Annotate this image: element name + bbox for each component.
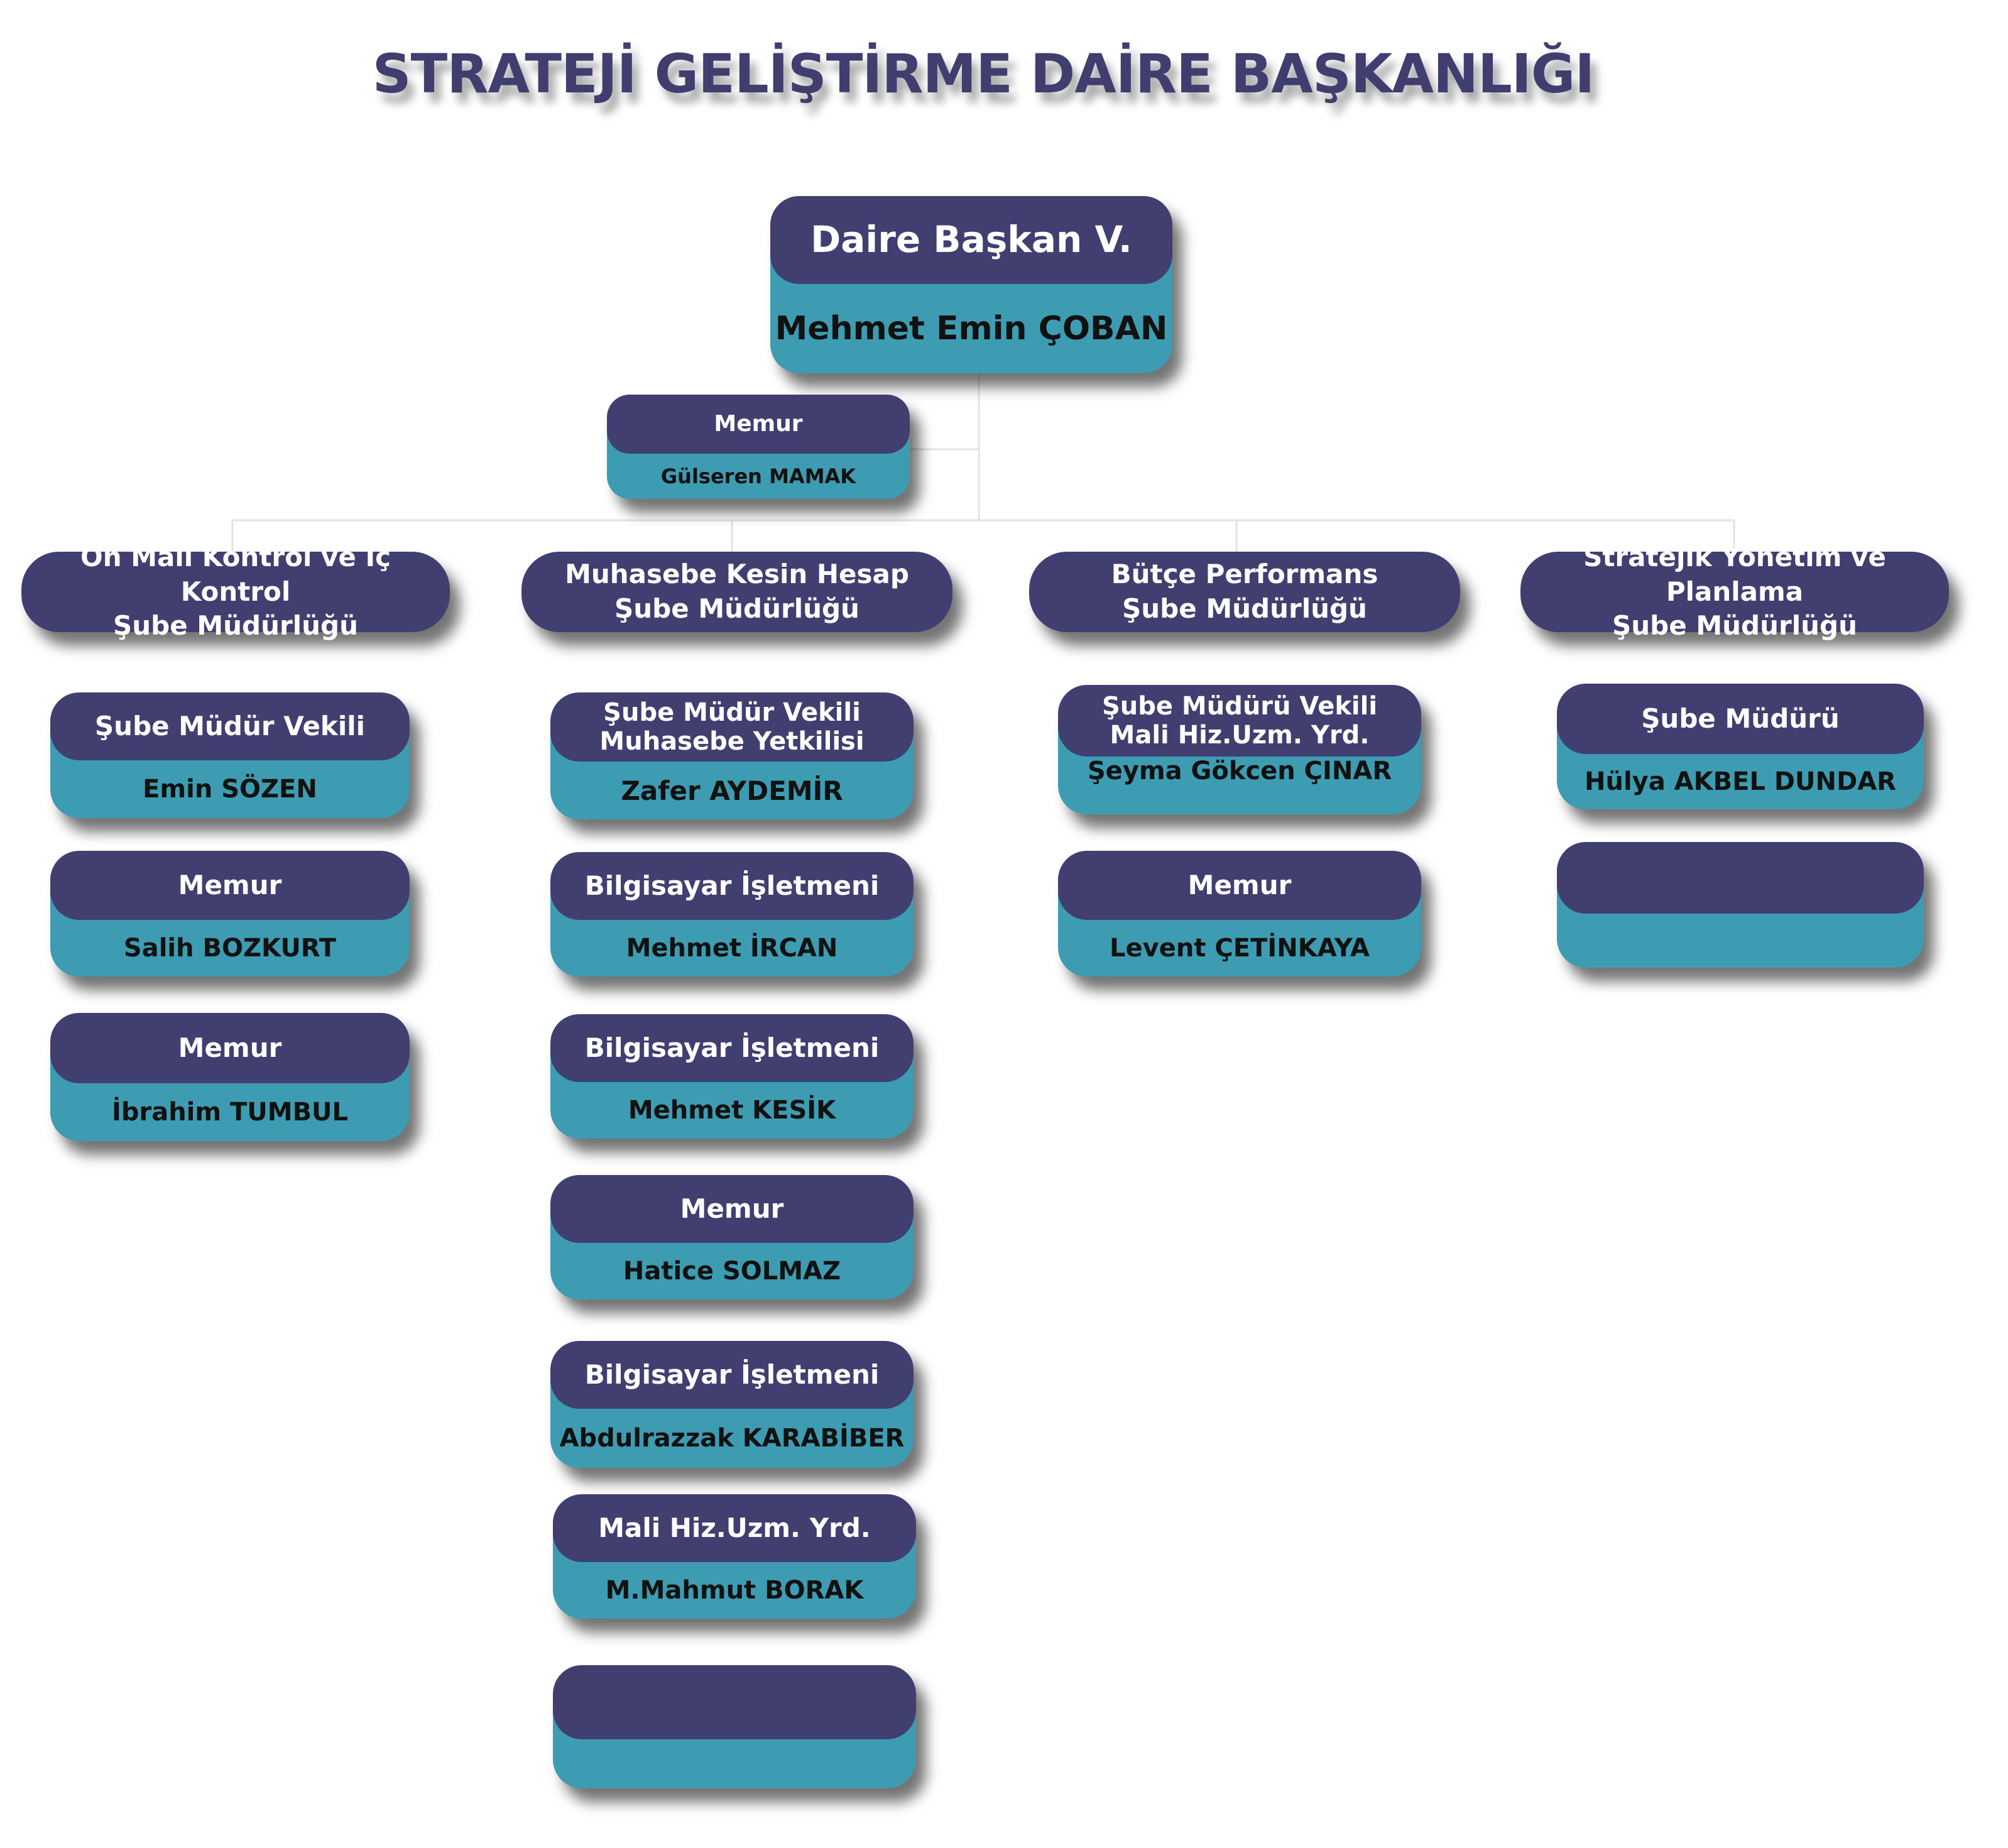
staff-name: İbrahim TUMBUL — [111, 1098, 349, 1127]
head-card: Daire Başkan V. Mehmet Emin ÇOBAN — [770, 196, 1172, 373]
staff-role: Memur — [550, 1175, 914, 1243]
staff-card: Şube Müdür Vekili Muhasebe Yetkilisi Zaf… — [550, 692, 914, 819]
staff-role: Şube Müdür Vekili Muhasebe Yetkilisi — [550, 692, 914, 762]
staff-card-empty — [1557, 842, 1924, 968]
assistant-card: Memur Gülseren MAMAK — [607, 395, 910, 499]
assistant-name: Gülseren MAMAK — [660, 464, 856, 488]
staff-role: Bilgisayar İşletmeni — [550, 1341, 914, 1409]
staff-card-empty — [553, 1665, 916, 1788]
staff-role: Bilgisayar İşletmeni — [550, 1014, 914, 1082]
staff-name: Hülya AKBEL DUNDAR — [1585, 767, 1896, 796]
staff-name: M.Mahmut BORAK — [605, 1576, 864, 1605]
staff-card: Memur Hatice SOLMAZ — [550, 1175, 914, 1299]
staff-card: Şube Müdürü Hülya AKBEL DUNDAR — [1557, 684, 1924, 809]
department-header: Bütçe Performans Şube Müdürlüğü — [1029, 552, 1460, 632]
staff-card: Mali Hiz.Uzm. Yrd. M.Mahmut BORAK — [553, 1494, 916, 1619]
department-header: Muhasebe Kesin Hesap Şube Müdürlüğü — [521, 552, 952, 632]
head-name: Mehmet Emin ÇOBAN — [775, 310, 1168, 347]
staff-card: Memur Salih BOZKURT — [50, 851, 410, 976]
staff-role: Bilgisayar İşletmeni — [550, 852, 914, 920]
staff-name: Zafer AYDEMİR — [621, 775, 843, 806]
staff-name: Salih BOZKURT — [123, 934, 337, 963]
department-header: Stratejik Yönetim ve Planlama Şube Müdür… — [1520, 542, 1949, 641]
staff-role: Memur — [1058, 851, 1421, 920]
staff-name: Şeyma Gökcen ÇINAR — [1087, 757, 1392, 785]
staff-name: Mehmet İRCAN — [626, 934, 838, 963]
head-role: Daire Başkan V. — [770, 196, 1172, 284]
staff-card: Memur İbrahim TUMBUL — [50, 1013, 410, 1141]
staff-card: Şube Müdürü Vekili Mali Hiz.Uzm. Yrd. Şe… — [1058, 685, 1421, 814]
staff-name — [553, 1739, 916, 1788]
staff-role: Şube Müdür Vekili — [50, 692, 410, 760]
staff-card: Bilgisayar İşletmeni Mehmet İRCAN — [550, 852, 914, 976]
staff-card: Bilgisayar İşletmeni Abdulrazzak KARABİB… — [550, 1341, 914, 1468]
staff-card: Şube Müdür Vekili Emin SÖZEN — [50, 692, 410, 818]
staff-role — [553, 1665, 916, 1739]
staff-role: Şube Müdürü Vekili Mali Hiz.Uzm. Yrd. — [1058, 685, 1421, 757]
staff-name — [1557, 914, 1924, 968]
staff-role: Mali Hiz.Uzm. Yrd. — [553, 1494, 916, 1562]
staff-name: Emin SÖZEN — [143, 775, 317, 804]
staff-role: Memur — [50, 1013, 410, 1083]
department-header: Ön Mali Kontrol ve İç Kontrol Şube Müdür… — [21, 542, 450, 641]
staff-name: Abdulrazzak KARABİBER — [559, 1424, 905, 1453]
chart-title: STRATEJİ GELİŞTİRME DAİRE BAŞKANLIĞI — [372, 43, 1595, 106]
staff-role: Memur — [50, 851, 410, 920]
staff-role: Şube Müdürü — [1557, 684, 1924, 754]
staff-role — [1557, 842, 1924, 914]
staff-name: Hatice SOLMAZ — [623, 1257, 841, 1286]
assistant-role: Memur — [607, 395, 910, 454]
staff-name: Levent ÇETİNKAYA — [1110, 934, 1370, 963]
staff-card: Bilgisayar İşletmeni Mehmet KESİK — [550, 1014, 914, 1139]
staff-name: Mehmet KESİK — [628, 1096, 836, 1125]
staff-card: Memur Levent ÇETİNKAYA — [1058, 851, 1421, 976]
